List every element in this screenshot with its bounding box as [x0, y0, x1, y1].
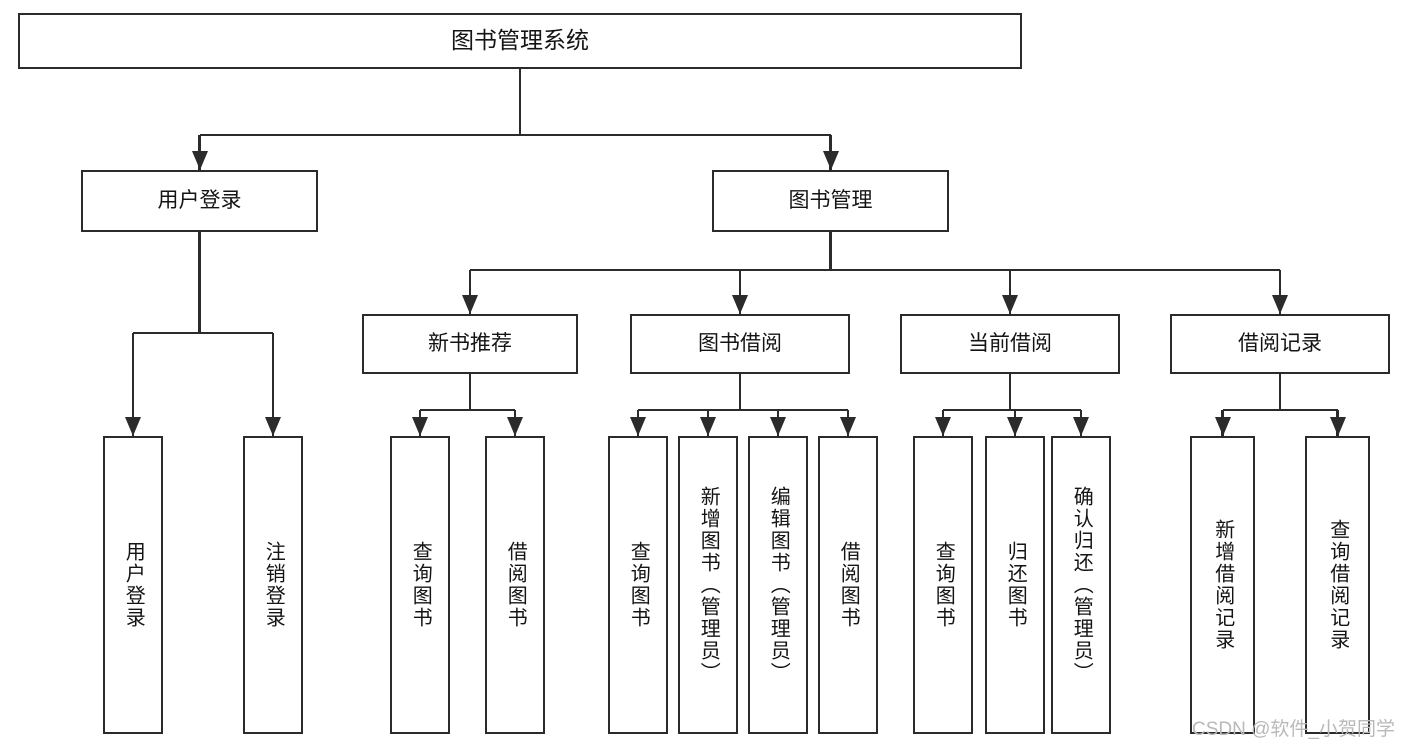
node-leaf-user-login[interactable]: 用户登录	[103, 436, 163, 734]
arrowhead-icon	[840, 417, 856, 436]
edge-to-leaf-0	[131, 333, 135, 436]
node-current-borrow[interactable]: 当前借阅	[900, 314, 1120, 374]
edge-group-stem-3	[1008, 374, 1012, 410]
edge-group-stem-1	[468, 374, 472, 410]
edge-to-level3-1	[738, 270, 742, 314]
edge-group-bus-3	[943, 408, 1081, 412]
arrowhead-icon	[1073, 417, 1089, 436]
node-leaf-query-borrow-record[interactable]: 查询借阅记录	[1305, 436, 1370, 734]
node-leaf-edit-book-admin[interactable]: 编辑图书（管理员）	[748, 436, 808, 734]
node-leaf-add-borrow-record[interactable]: 新增借阅记录	[1190, 436, 1255, 734]
edge-root-stem	[518, 69, 522, 135]
node-leaf-query-book-current[interactable]: 查询图书	[913, 436, 973, 734]
arrowhead-icon	[1214, 417, 1231, 436]
leaf-label: 查询借阅记录	[1326, 519, 1349, 651]
arrowhead-icon	[770, 417, 786, 436]
leaf-label: 注销登录	[262, 541, 285, 629]
arrowhead-icon	[265, 417, 281, 436]
edge-group-bus-4	[1222, 408, 1338, 412]
leaf-label: 借阅图书	[837, 541, 860, 629]
edge-book-manage-stem	[829, 232, 832, 270]
watermark-csdn: CSDN @软件_小贺同学	[1192, 719, 1395, 740]
edge-group-bus-2	[638, 408, 848, 412]
node-leaf-borrow-book-recommend[interactable]: 借阅图书	[485, 436, 545, 734]
arrowhead-icon	[1329, 417, 1346, 436]
arrowhead-icon	[412, 417, 428, 436]
edge-group-stem-2	[738, 374, 742, 410]
leaf-label: 归还图书	[1004, 541, 1027, 629]
leaf-label: 编辑图书（管理员）	[767, 486, 790, 684]
node-leaf-query-book-borrow[interactable]: 查询图书	[608, 436, 668, 734]
edge-to-level3-2	[1008, 270, 1012, 314]
node-book-manage[interactable]: 图书管理	[712, 170, 949, 232]
leaf-label: 查询图书	[409, 541, 432, 629]
leaf-label: 查询图书	[627, 541, 650, 629]
edge-to-level3-0	[468, 270, 472, 314]
node-leaf-borrow-book[interactable]: 借阅图书	[818, 436, 878, 734]
node-leaf-user-logout[interactable]: 注销登录	[243, 436, 303, 734]
edge-group-stem-0	[198, 232, 201, 333]
node-book-borrow[interactable]: 图书借阅	[630, 314, 850, 374]
leaf-label: 确认归还（管理员）	[1070, 486, 1093, 684]
arrowhead-icon	[630, 417, 646, 436]
node-new-book-recommend[interactable]: 新书推荐	[362, 314, 578, 374]
edge-to-level3-3	[1278, 270, 1282, 314]
edge-group-bus-0	[133, 331, 273, 335]
arrowhead-icon	[732, 295, 748, 314]
arrowhead-icon	[462, 295, 478, 314]
arrowhead-icon	[507, 417, 523, 436]
edge-group-bus-1	[420, 408, 515, 412]
arrowhead-icon	[125, 417, 141, 436]
node-user-login[interactable]: 用户登录	[81, 170, 318, 232]
arrowhead-icon	[1002, 295, 1018, 314]
node-leaf-return-book[interactable]: 归还图书	[985, 436, 1045, 734]
edge-level3-bus	[470, 268, 1280, 272]
arrowhead-icon	[935, 417, 951, 436]
leaf-label: 新增借阅记录	[1211, 519, 1234, 651]
leaf-label: 借阅图书	[504, 541, 527, 629]
node-borrow-record[interactable]: 借阅记录	[1170, 314, 1390, 374]
leaf-label: 查询图书	[932, 541, 955, 629]
node-root-system[interactable]: 图书管理系统	[18, 13, 1022, 69]
node-leaf-confirm-return-admin[interactable]: 确认归还（管理员）	[1051, 436, 1111, 734]
edge-level2-bus	[199, 133, 831, 137]
leaf-label: 用户登录	[122, 541, 145, 629]
edge-to-leaf-1	[271, 333, 275, 436]
arrowhead-icon	[1007, 417, 1023, 436]
node-leaf-add-book-admin[interactable]: 新增图书（管理员）	[678, 436, 738, 734]
arrowhead-icon	[1272, 295, 1288, 314]
node-leaf-query-book-recommend[interactable]: 查询图书	[390, 436, 450, 734]
arrowhead-icon	[191, 151, 208, 170]
leaf-label: 新增图书（管理员）	[697, 486, 720, 684]
arrowhead-icon	[822, 151, 839, 170]
edge-group-stem-4	[1278, 374, 1282, 410]
arrowhead-icon	[700, 417, 716, 436]
